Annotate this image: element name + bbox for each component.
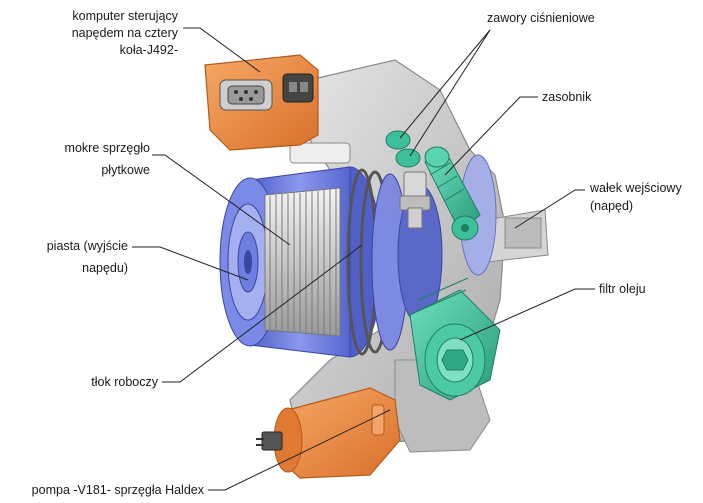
pump-connector bbox=[256, 431, 283, 451]
leader-controller bbox=[183, 27, 261, 73]
label-pump: pompa -V181- sprzęgła Haldex bbox=[32, 483, 205, 497]
leader-input-shaft bbox=[514, 189, 585, 229]
oil-filter bbox=[409, 277, 501, 401]
label-oil-filter: filtr oleju bbox=[599, 282, 646, 296]
callout-labels: komputer sterujący napędem na cztery koł… bbox=[32, 9, 683, 497]
leader-valve-2 bbox=[409, 29, 491, 157]
haldex-pump bbox=[256, 387, 401, 479]
leader-piston bbox=[162, 244, 363, 383]
leader-hub bbox=[132, 246, 249, 281]
leader-accumulator bbox=[444, 96, 538, 176]
leader-pump bbox=[208, 409, 391, 491]
pressure-valves bbox=[385, 130, 431, 229]
leader-lines bbox=[132, 27, 595, 491]
label-controller-1: komputer sterujący bbox=[72, 9, 178, 23]
label-hub-2: napędu) bbox=[82, 261, 128, 275]
label-input-shaft-2: (napęd) bbox=[590, 199, 633, 213]
label-input-shaft-1: wałek wejściowy bbox=[589, 181, 682, 195]
label-accumulator: zasobnik bbox=[542, 90, 592, 104]
leader-oil-filter bbox=[459, 288, 595, 341]
label-controller-3: koła-J492- bbox=[120, 43, 178, 57]
label-valves: zawory ciśnieniowe bbox=[487, 11, 595, 25]
label-hub-1: piasta (wyjście bbox=[47, 239, 128, 253]
leader-wet-clutch bbox=[152, 154, 291, 246]
leader-valve-1 bbox=[399, 29, 491, 139]
accumulator bbox=[424, 146, 481, 241]
wet-clutch-plates bbox=[264, 187, 341, 337]
label-controller-2: napędem na cztery bbox=[72, 26, 179, 40]
label-wet-clutch-1: mokre sprzęgło bbox=[65, 141, 150, 155]
input-shaft bbox=[459, 154, 549, 276]
controller-module bbox=[204, 54, 319, 151]
label-piston: tłok roboczy bbox=[91, 375, 158, 389]
label-wet-clutch-2: płytkowe bbox=[101, 163, 150, 177]
